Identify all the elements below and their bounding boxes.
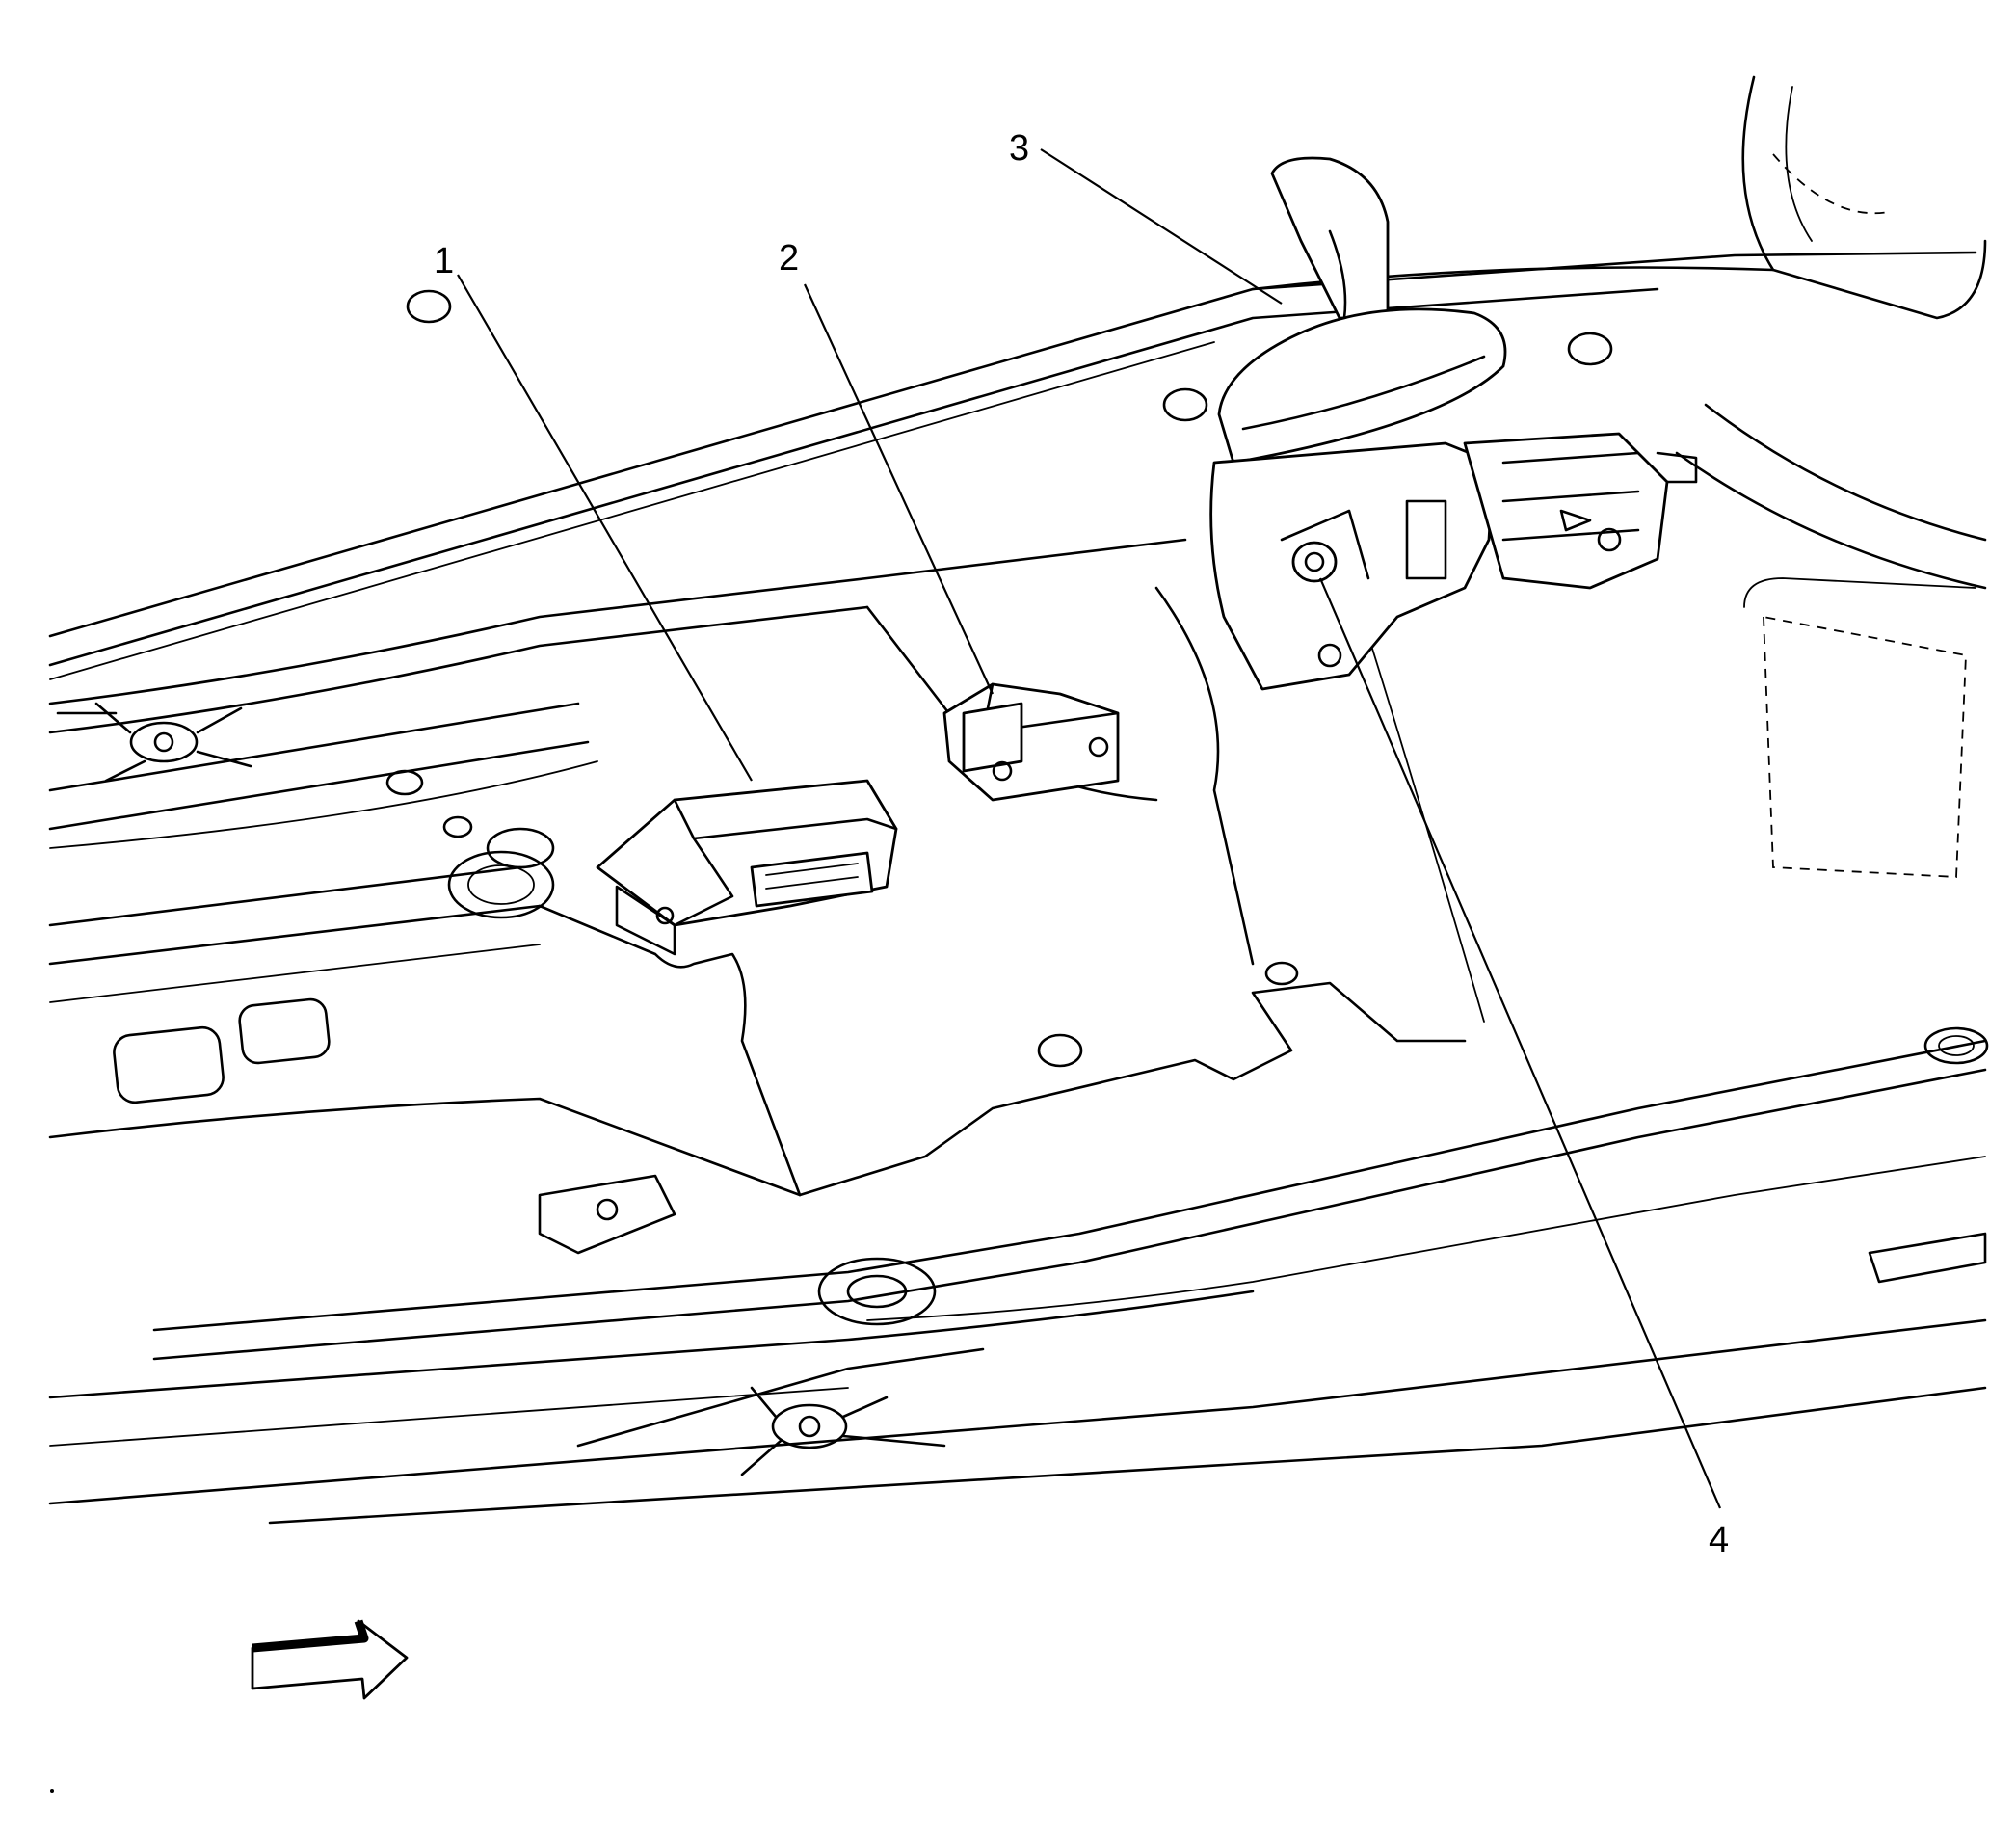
callout-3: 3 xyxy=(1009,128,1029,169)
floor-mount-bracket-lower xyxy=(740,1386,946,1476)
leader-line-3 xyxy=(1040,148,1283,305)
callout-4: 4 xyxy=(1709,1520,1729,1560)
forward-arrow-icon xyxy=(251,1619,409,1700)
callout-1: 1 xyxy=(434,241,454,281)
floor-mount-bracket-front xyxy=(538,1174,937,1326)
leader-line-2 xyxy=(804,283,994,695)
callout-labels: 1 2 3 4 xyxy=(434,128,1729,1560)
floor-mount-bracket-left xyxy=(56,702,252,783)
sensor-bracket xyxy=(942,682,1120,802)
shifter-pivot xyxy=(1280,509,1370,668)
stray-mark xyxy=(50,1789,54,1793)
leader-line-4 xyxy=(1318,577,1722,1509)
control-module xyxy=(596,779,898,956)
leader-line-1 xyxy=(457,274,753,782)
shifter-assembly xyxy=(1209,156,1698,691)
callout-2: 2 xyxy=(779,238,799,279)
leader-lines xyxy=(457,148,1722,1509)
floor-pan xyxy=(48,75,1989,1525)
